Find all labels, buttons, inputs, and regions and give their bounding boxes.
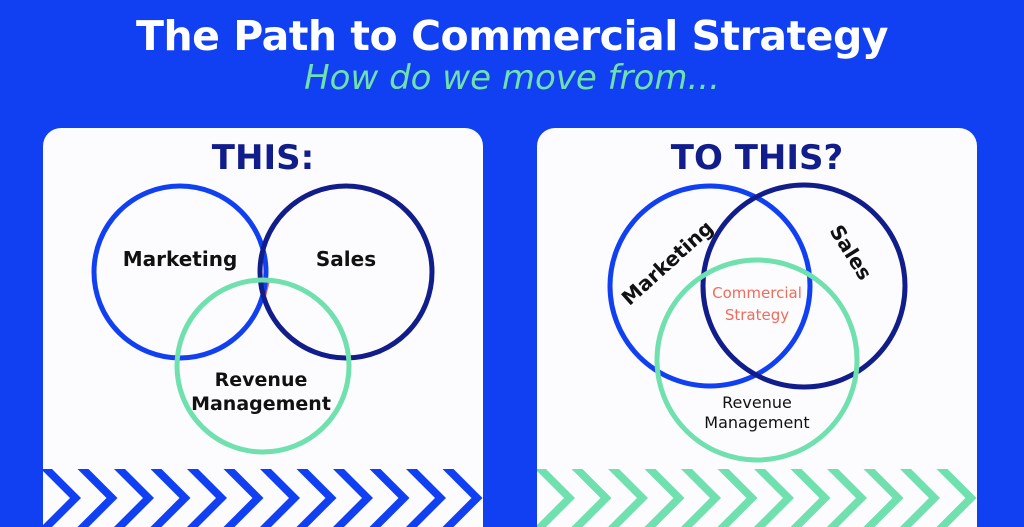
chevron-arrow-icon	[442, 469, 483, 527]
left-panel-heading: THIS:	[211, 138, 315, 178]
chevron-arrow-icon	[827, 469, 867, 527]
chevron-arrow-icon	[608, 469, 648, 527]
marketing-circle	[91, 183, 269, 361]
sales-circle	[700, 182, 908, 390]
center-label-2: Strategy	[725, 306, 789, 324]
revenue-label-1: Revenue	[215, 369, 308, 391]
chevron-arrow-icon	[77, 469, 118, 527]
page-title: The Path to Commercial Strategy	[135, 12, 889, 60]
sales-circle	[257, 183, 435, 361]
chevron-arrow-icon	[333, 469, 373, 527]
chevron-arrow-icon	[150, 469, 191, 527]
chevron-arrow-icon	[863, 469, 904, 527]
chevron-arrow-icon	[114, 469, 154, 527]
chevron-arrow-icon	[681, 469, 721, 527]
marketing-circle	[607, 183, 813, 389]
chevron-arrow-icon	[936, 469, 977, 527]
chevron-arrow-icon	[571, 469, 612, 527]
revenue-circle	[654, 257, 860, 463]
chevron-arrow-icon	[790, 469, 831, 527]
revenue-label-1: Revenue	[722, 393, 792, 412]
chevron-arrow-icon	[644, 469, 685, 527]
chevron-arrow-icon	[187, 469, 227, 527]
revenue-circle	[174, 277, 352, 455]
chevron-arrow-icon	[223, 469, 264, 527]
right-panel-heading: TO THIS?	[670, 138, 844, 178]
center-label-1: Commercial	[712, 284, 802, 302]
chevron-arrow-icon	[717, 469, 758, 527]
sales-label: Sales	[825, 220, 877, 284]
left-panel: THIS: Marketing Sales Revenue Management	[43, 128, 483, 527]
page-subtitle: How do we move from...	[304, 58, 720, 98]
chevron-arrow-icon	[369, 469, 410, 527]
chevron-arrow-icon	[43, 469, 81, 527]
right-panel: TO THIS? Marketing Sales Commercial Stra…	[537, 128, 977, 527]
marketing-label: Marketing	[123, 247, 238, 271]
revenue-label-2: Management	[191, 393, 331, 415]
sales-label: Sales	[316, 247, 376, 271]
chevron-row	[537, 469, 977, 527]
right-venn-diagram: Marketing Sales Commercial Strategy Reve…	[537, 182, 977, 527]
left-venn-diagram: Marketing Sales Revenue Management	[43, 183, 483, 527]
chevron-arrow-icon	[406, 469, 446, 527]
chevron-arrow-icon	[537, 469, 575, 527]
chevron-arrow-icon	[754, 469, 794, 527]
chevron-arrow-icon	[260, 469, 300, 527]
chevron-row	[43, 469, 483, 527]
chevron-arrow-icon	[900, 469, 940, 527]
revenue-label-2: Management	[704, 413, 809, 432]
chevron-arrow-icon	[296, 469, 337, 527]
